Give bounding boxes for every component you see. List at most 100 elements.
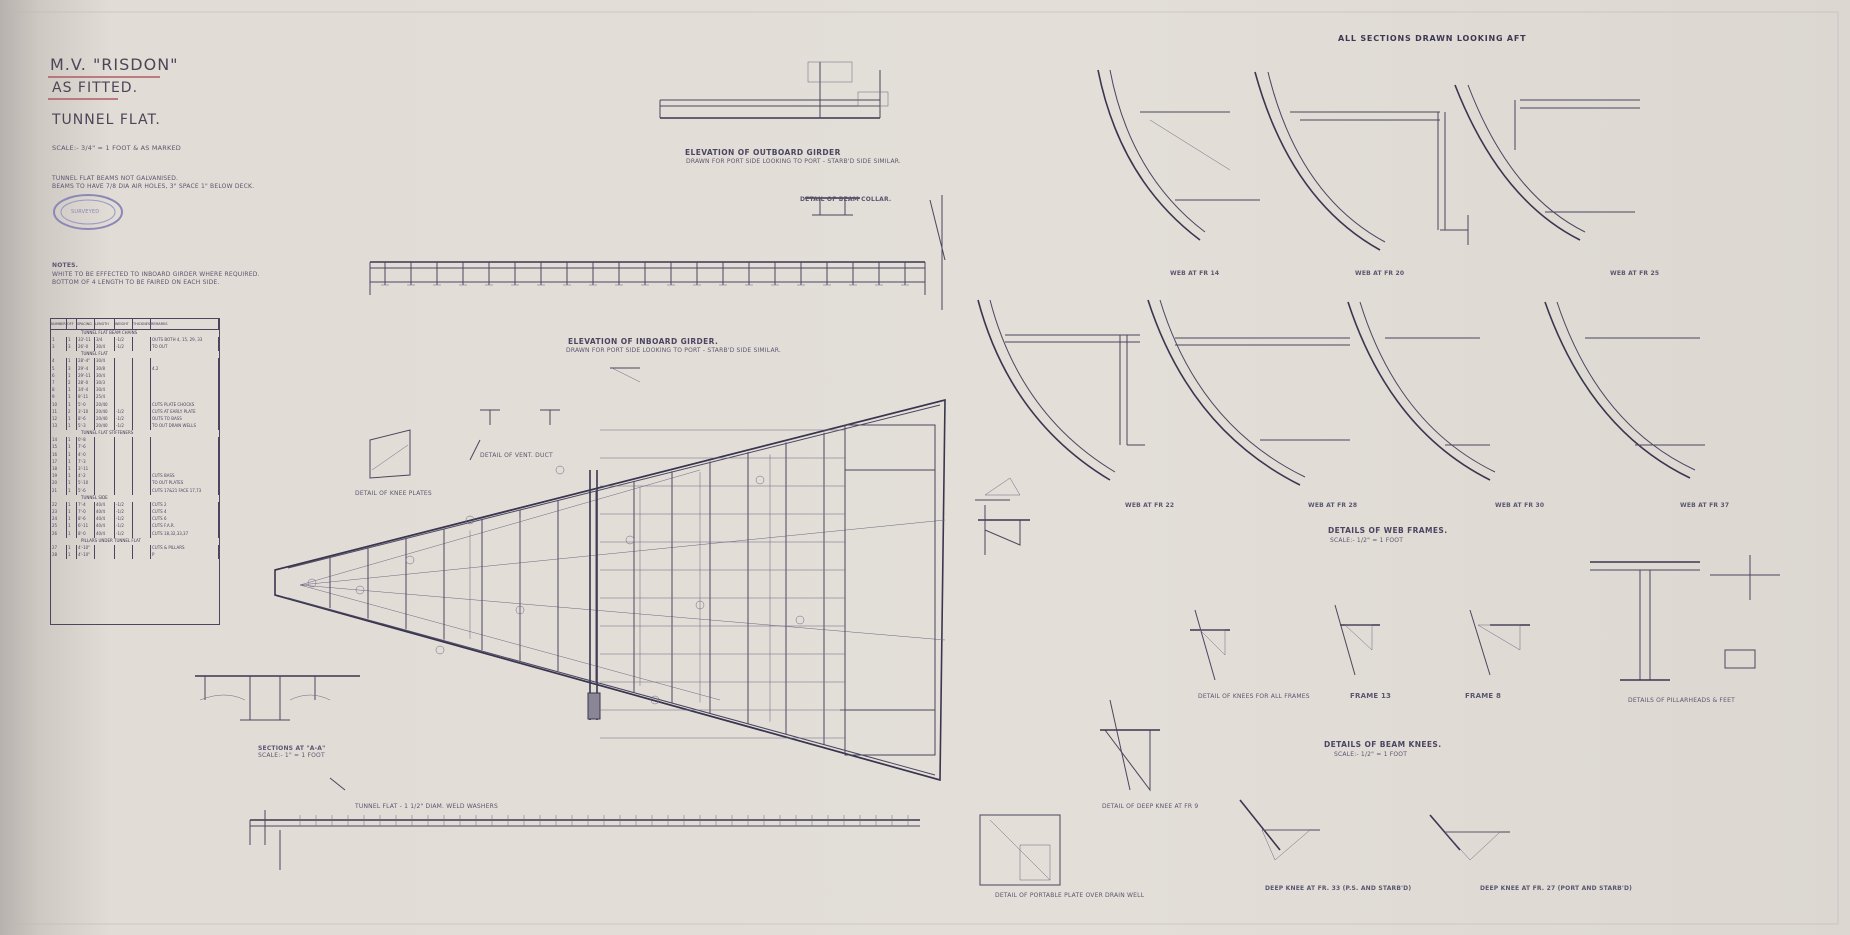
table-cell: 22 bbox=[51, 501, 67, 509]
table-cell: 4'-10" bbox=[77, 544, 95, 552]
table-cell: 7'-3 bbox=[77, 458, 95, 466]
table-cell: 5'-6 bbox=[77, 487, 95, 495]
web-label-fr22: WEB AT FR 22 bbox=[1125, 502, 1175, 509]
table-cell: 0'-8 bbox=[77, 437, 95, 445]
schedule-header-cell: NUMBER bbox=[51, 319, 67, 329]
table-cell bbox=[133, 387, 151, 395]
web-label-fr37: WEB AT FR 37 bbox=[1680, 502, 1730, 509]
web-label-fr20: WEB AT FR 20 bbox=[1355, 270, 1405, 277]
table-cell: 21 bbox=[51, 487, 67, 495]
item-mark-icon bbox=[515, 605, 525, 615]
schedule-section-label: PILLARS UNDER TUNNEL FLAT bbox=[81, 537, 141, 543]
table-cell: 23 bbox=[51, 508, 67, 517]
table-cell: 28 bbox=[51, 551, 67, 560]
table-cell: CUTS 6 bbox=[151, 516, 219, 524]
table-cell bbox=[133, 415, 151, 424]
table-cell: -1/2 bbox=[115, 344, 133, 352]
web-frames-middle bbox=[977, 299, 1705, 486]
table-cell bbox=[115, 379, 133, 388]
table-cell: 4'-0 bbox=[77, 451, 95, 459]
table-cell: 6'-11 bbox=[77, 523, 95, 531]
table-cell bbox=[115, 358, 133, 366]
table-cell: 1 bbox=[67, 530, 77, 538]
table-cell: 4 bbox=[51, 358, 67, 366]
item-mark-icon bbox=[625, 535, 635, 545]
table-cell: 1 bbox=[67, 423, 77, 431]
table-cell: 17 bbox=[51, 458, 67, 466]
table-cell: 3 bbox=[67, 344, 77, 352]
table-cell: 3/4 bbox=[95, 337, 115, 345]
table-cell: 1 bbox=[67, 415, 77, 424]
table-cell bbox=[115, 473, 133, 481]
knee-plates-label: DETAIL OF KNEE PLATES bbox=[355, 490, 432, 497]
table-cell bbox=[115, 466, 133, 474]
outboard-girder-subtitle: DRAWN FOR PORT SIDE LOOKING TO PORT - ST… bbox=[686, 158, 902, 165]
table-cell: 1 bbox=[67, 508, 77, 517]
frame-8-label: FRAME 8 bbox=[1465, 692, 1502, 700]
notes-header: NOTES. bbox=[52, 262, 79, 269]
table-cell: 7 bbox=[51, 379, 67, 388]
table-cell bbox=[133, 394, 151, 402]
table-cell: 14 bbox=[51, 437, 67, 445]
web-label-fr30: WEB AT FR 30 bbox=[1495, 502, 1545, 509]
table-cell: 5'-0 bbox=[77, 401, 95, 409]
table-cell: CUTS & PILLARS bbox=[151, 544, 219, 552]
table-cell bbox=[95, 544, 115, 552]
table-cell: 20/40 bbox=[95, 415, 115, 424]
table-cell bbox=[133, 423, 151, 431]
table-cell bbox=[115, 394, 133, 402]
beam-collar-title: DETAIL OF BEAM COLLAR. bbox=[800, 196, 892, 203]
table-cell: CUTS AT EARLY PLATE bbox=[151, 408, 219, 416]
tunnel-plan-label: TUNNEL FLAT - 1 1/2" DIAM. WELD WASHERS bbox=[355, 803, 499, 810]
approval-stamp-icon bbox=[53, 194, 123, 230]
table-cell: 3'-10 bbox=[77, 408, 95, 416]
table-cell: CUTS PLATE CHOCKS bbox=[151, 401, 219, 409]
table-cell: 5'-3 bbox=[77, 423, 95, 431]
table-cell: 40/4 bbox=[95, 516, 115, 524]
deep-knee-27-label: DEEP KNEE AT FR. 27 (PORT AND STARB'D) bbox=[1480, 885, 1633, 892]
web-frames-top bbox=[1097, 69, 1640, 251]
table-cell bbox=[115, 372, 133, 380]
notes-line-1: WHITE TO BE EFFECTED TO INBOARD GIRDER W… bbox=[52, 271, 260, 278]
table-cell bbox=[133, 480, 151, 488]
table-cell: CUTS 4 bbox=[151, 508, 219, 517]
table-cell bbox=[151, 458, 219, 466]
item-mark-icon bbox=[695, 600, 705, 610]
table-cell bbox=[115, 458, 133, 466]
table-cell bbox=[133, 473, 151, 481]
table-cell: 8 bbox=[51, 387, 67, 395]
table-cell: 1 bbox=[67, 473, 77, 481]
vent-duct-label: DETAIL OF VENT. DUCT bbox=[480, 452, 553, 459]
table-cell bbox=[133, 444, 151, 452]
drawing-scale: SCALE:- 3/4" = 1 FOOT & AS MARKED bbox=[52, 144, 181, 152]
outboard-girder-title: ELEVATION OF OUTBOARD GIRDER bbox=[685, 148, 841, 157]
table-cell: -1/2 bbox=[115, 501, 133, 509]
tunnel-flat-elevation bbox=[369, 261, 926, 295]
table-cell: 12 bbox=[51, 415, 67, 424]
table-cell: 28'-0 bbox=[77, 379, 95, 388]
table-cell bbox=[133, 544, 151, 552]
table-cell: OUTS BOTH 4, 15, 29, 33 bbox=[151, 337, 219, 345]
table-cell: 1 bbox=[67, 451, 77, 459]
schedule-header-cell: LENGTH bbox=[95, 319, 115, 329]
table-cell: 15 bbox=[51, 444, 67, 452]
tunnel-flat-plan bbox=[274, 398, 946, 782]
table-cell bbox=[95, 487, 115, 495]
inboard-girder-subtitle: DRAWN FOR PORT SIDE LOOKING TO PORT - ST… bbox=[566, 347, 782, 354]
table-cell: 1 bbox=[67, 337, 77, 345]
schedule-header-cell: THICKNESS bbox=[133, 319, 151, 329]
beam-knees-scale: SCALE:- 1/2" = 1 FOOT bbox=[1334, 751, 1408, 758]
table-cell: 1 bbox=[67, 544, 77, 552]
table-cell bbox=[95, 444, 115, 452]
table-cell bbox=[151, 394, 219, 402]
knees-all-frames-label: DETAIL OF KNEES FOR ALL FRAMES bbox=[1198, 693, 1310, 700]
inboard-girder-title: ELEVATION OF INBOARD GIRDER. bbox=[568, 337, 719, 346]
table-cell: 1 bbox=[67, 372, 77, 380]
